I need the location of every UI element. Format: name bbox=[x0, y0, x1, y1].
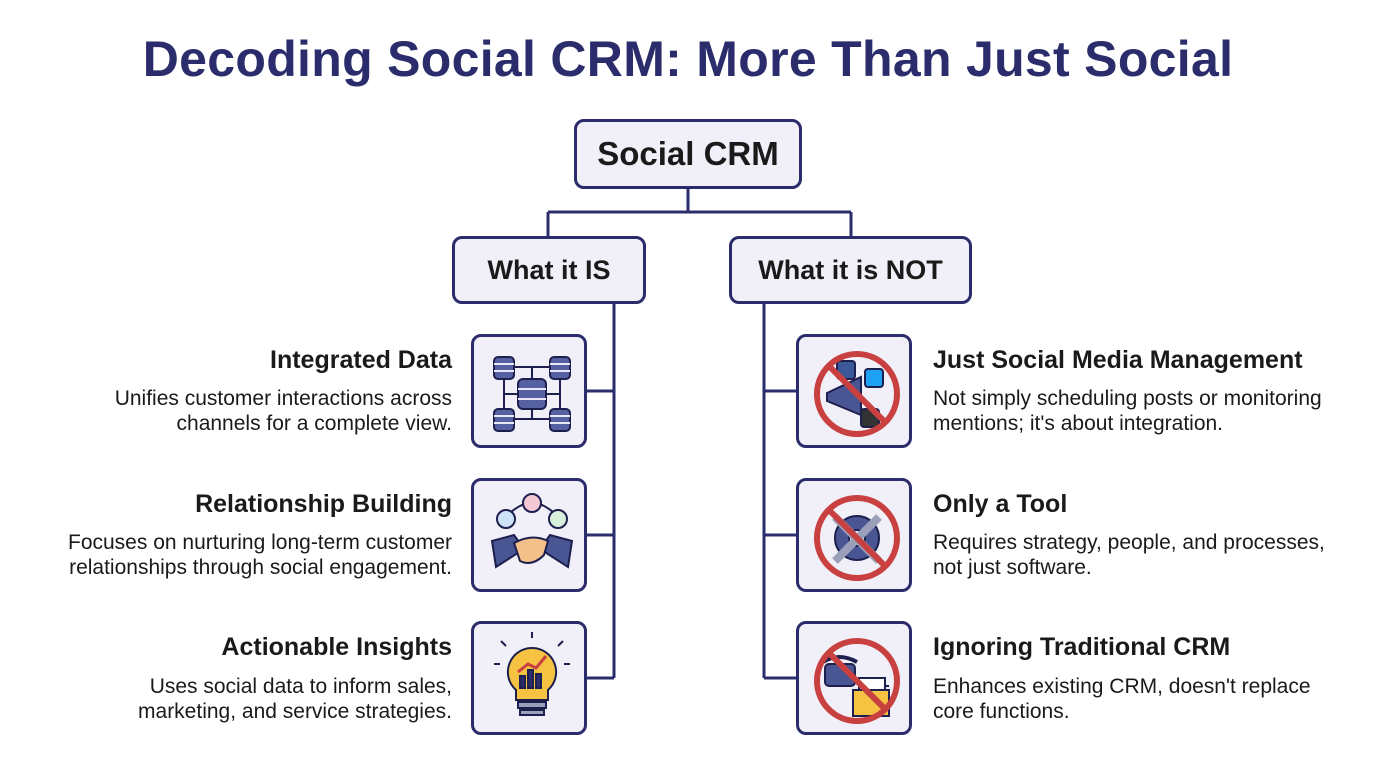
item-title-only-a-tool: Only a Tool bbox=[933, 490, 1068, 518]
integrated-data-icon-box bbox=[471, 334, 587, 448]
item-desc-actionable-insights: Uses social data to inform sales, market… bbox=[138, 675, 452, 723]
item-title-just-social-media-management: Just Social Media Management bbox=[933, 346, 1303, 374]
root-node: Social CRM bbox=[574, 119, 802, 189]
item-title-integrated-data: Integrated Data bbox=[270, 346, 452, 374]
only-a-tool-icon-box bbox=[796, 478, 912, 592]
root-to-branches-line bbox=[546, 189, 853, 236]
handshake-people-icon bbox=[490, 493, 574, 569]
no-phone-folder-icon bbox=[814, 638, 900, 724]
actionable-insights-icon-box bbox=[471, 621, 587, 735]
branch-what-it-is: What it IS bbox=[452, 236, 646, 304]
database-network-icon bbox=[493, 356, 571, 432]
just-social-media-icon-box bbox=[796, 334, 912, 448]
item-desc-just-social-media-management: Not simply scheduling posts or monitorin… bbox=[933, 387, 1322, 435]
item-title-ignoring-traditional-crm: Ignoring Traditional CRM bbox=[933, 633, 1231, 661]
not-branch-line bbox=[762, 304, 796, 680]
is-branch-line bbox=[585, 304, 616, 680]
page-title: Decoding Social CRM: More Than Just Soci… bbox=[142, 31, 1234, 87]
item-desc-integrated-data: Unifies customer interactions across cha… bbox=[114, 387, 452, 435]
no-social-megaphone-icon bbox=[814, 351, 900, 437]
item-title-actionable-insights: Actionable Insights bbox=[221, 633, 452, 661]
item-desc-relationship-building: Focuses on nurturing long-term customer … bbox=[68, 531, 452, 579]
item-desc-ignoring-traditional-crm: Enhances existing CRM, doesn't replace c… bbox=[933, 675, 1311, 723]
lightbulb-chart-icon bbox=[494, 632, 570, 716]
branch-what-it-is-not: What it is NOT bbox=[729, 236, 972, 304]
item-title-relationship-building: Relationship Building bbox=[195, 490, 452, 518]
no-gear-wrench-icon bbox=[814, 495, 900, 581]
item-desc-only-a-tool: Requires strategy, people, and processes… bbox=[933, 531, 1325, 579]
relationship-building-icon-box bbox=[471, 478, 587, 592]
ignoring-traditional-crm-icon-box bbox=[796, 621, 912, 735]
